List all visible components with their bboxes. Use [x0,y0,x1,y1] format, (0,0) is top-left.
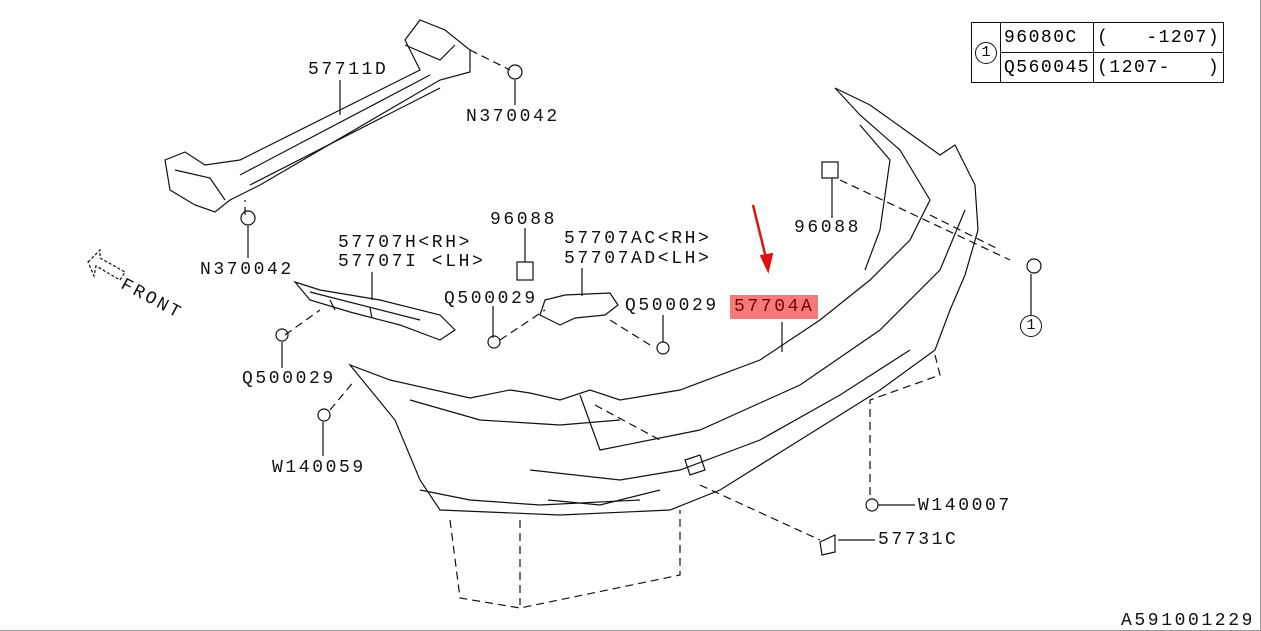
diagram-id: A591001229 [1121,611,1256,631]
label-96088-right[interactable]: 96088 [794,218,862,238]
label-Q500029-mid-left[interactable]: Q500029 [444,289,538,309]
label-57704A-highlighted[interactable]: 57704A [730,295,819,319]
table-range-cell: (1207- ) [1093,52,1225,83]
label-W140007[interactable]: W140007 [918,496,1012,516]
bumper-drawing [348,87,979,516]
reference-marker-1[interactable]: 1 [1020,315,1042,337]
label-Q500029-mid-right[interactable]: Q500029 [625,296,719,316]
label-W140059[interactable]: W140059 [272,458,366,478]
label-N370042-top[interactable]: N370042 [466,107,560,127]
label-57711D[interactable]: 57711D [308,60,389,80]
reference-table: 1 96080C ( -1207) Q560045 (1207- ) [971,22,1225,83]
red-pointer-arrow [751,204,774,274]
center-bracket-drawing [539,292,619,326]
side-bracket-drawing [293,280,456,341]
table-part-cell[interactable]: Q560045 [999,52,1095,83]
front-arrow-icon [87,248,126,281]
table-row: Q560045 (1207- ) [972,52,1225,83]
label-Q500029-low[interactable]: Q500029 [242,369,336,389]
table-range-cell: ( -1207) [1093,22,1225,53]
leader-lines [247,80,1032,541]
rear-beam-drawing [164,19,471,213]
label-57731C[interactable]: 57731C [878,530,959,550]
label-57707AD[interactable]: 57707AD<LH> [564,249,712,269]
reference-marker-circle: 1 [975,41,997,64]
table-part-cell[interactable]: 96080C [999,22,1095,53]
table-row: 1 96080C ( -1207) [971,22,1225,83]
label-N370042-left[interactable]: N370042 [200,260,294,280]
label-96088-left[interactable]: 96088 [490,210,558,230]
label-57707I[interactable]: 57707I <LH> [338,252,486,272]
table-marker-cell: 1 [971,22,1001,83]
label-57707AC[interactable]: 57707AC<RH> [564,229,712,249]
dashed-leaders [244,49,1011,609]
label-57707H[interactable]: 57707H<RH> [338,233,473,253]
